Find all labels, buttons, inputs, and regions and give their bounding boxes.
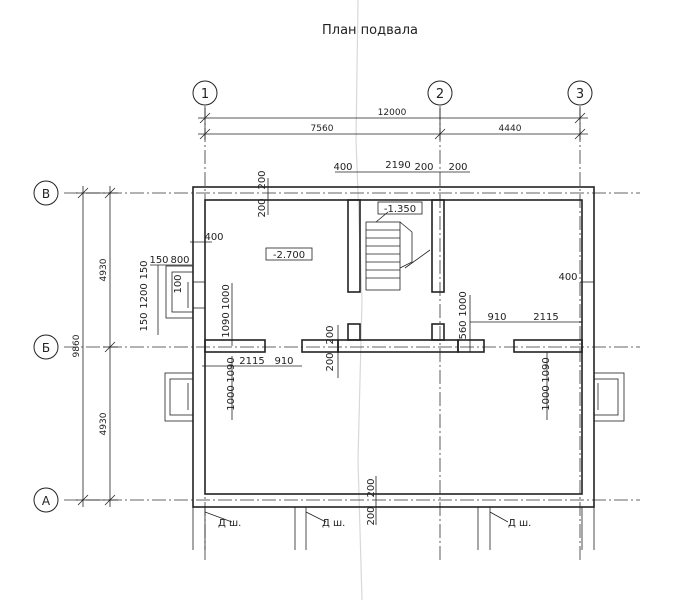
axis-bubble-3: 3	[567, 80, 593, 106]
footing-label-2: Д ш.	[322, 518, 345, 529]
dim-1200: 1200	[139, 283, 150, 308]
dim-150-a: 150	[149, 255, 168, 266]
dim-1000-upper: 1000	[221, 284, 232, 309]
partitions	[204, 323, 583, 353]
top-dimension-chain	[198, 108, 588, 140]
dim-560: 560	[458, 320, 469, 339]
dim-2115-left: 2115	[239, 356, 264, 367]
dim-2115-right: 2115	[533, 312, 558, 323]
lower-left-window-well	[164, 372, 194, 422]
stair-flight	[365, 211, 431, 291]
dim-4930-upper: 4930	[99, 258, 109, 281]
left-window-well	[165, 265, 194, 319]
level-mark-stair: -1.350	[377, 201, 423, 215]
svg-text:2: 2	[436, 87, 444, 102]
dim-1000-lower-left: 1000	[226, 385, 237, 410]
axis-bubble-b: Б	[33, 334, 59, 360]
dim-200-top-a: 200	[414, 162, 433, 173]
dim-200-bottom-b: 200	[366, 506, 377, 525]
svg-text:-1.350: -1.350	[384, 204, 416, 215]
level-mark-main: -2.700	[265, 247, 313, 261]
axis-bubble-2: 2	[427, 80, 453, 106]
footings	[192, 507, 595, 550]
dim-1090-upper: 1090	[221, 312, 232, 337]
dim-400-right: 400	[558, 272, 577, 283]
svg-text:-2.700: -2.700	[273, 250, 305, 261]
dim-2190: 2190	[385, 160, 410, 171]
footing-label-3: Д ш.	[508, 518, 531, 529]
plan-title: План подвала	[322, 23, 418, 38]
svg-text:В: В	[42, 187, 50, 201]
dim-910-left: 910	[274, 356, 293, 367]
svg-text:3: 3	[576, 87, 584, 102]
axis-bubble-a: А	[33, 487, 59, 513]
dim-1000-lower-right: 1000	[541, 385, 552, 410]
lower-right-window-well	[593, 372, 625, 422]
dim-1090-lower-right: 1090	[541, 357, 552, 382]
axis-bubble-1: 1	[192, 80, 218, 106]
stair-walls	[347, 199, 445, 293]
dim-200-wall-a: 200	[257, 170, 268, 189]
axis-bubble-v: В	[33, 180, 59, 206]
paper-fold	[355, 0, 363, 600]
dim-400-top: 400	[333, 162, 352, 173]
dim-200-wall-b: 200	[257, 198, 268, 217]
dim-9860: 9860	[72, 334, 82, 357]
horizontal-axes	[64, 192, 640, 501]
dim-200-top-b: 200	[448, 162, 467, 173]
dim-4440: 4440	[499, 124, 522, 134]
dim-200-part-a: 200	[325, 325, 336, 344]
dim-200-part-b: 200	[325, 352, 336, 371]
dim-7560: 7560	[311, 124, 334, 134]
dim-100: 100	[173, 274, 184, 293]
dim-1090-lower-left: 1090	[226, 357, 237, 382]
svg-text:1: 1	[201, 87, 209, 102]
dim-400-win: 400	[204, 232, 223, 243]
dim-4930-lower: 4930	[99, 412, 109, 435]
dim-1000-mid: 1000	[458, 291, 469, 316]
dim-150-b: 150	[139, 260, 150, 279]
svg-text:А: А	[42, 494, 51, 508]
interior-dim-lines	[150, 171, 594, 525]
left-dimension-chain	[76, 186, 118, 507]
dim-200-bottom-a: 200	[366, 478, 377, 497]
dim-12000: 12000	[378, 108, 407, 118]
svg-text:Б: Б	[42, 341, 50, 355]
dim-910-right: 910	[487, 312, 506, 323]
dim-150-c: 150	[139, 312, 150, 331]
footing-label-1: Д ш.	[218, 518, 241, 529]
dim-800: 800	[170, 255, 189, 266]
